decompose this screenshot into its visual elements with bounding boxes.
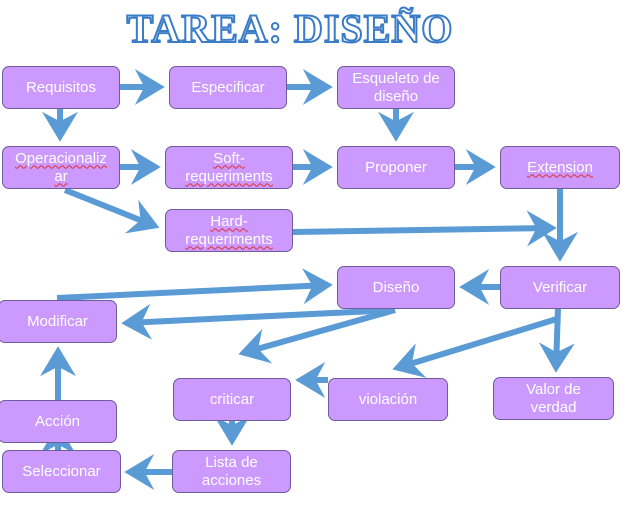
node-seleccionar: Seleccionar (2, 450, 121, 493)
node-label: Soft-requeriments (185, 149, 273, 185)
node-modificar: Modificar (0, 300, 117, 343)
node-label: Especificar (191, 78, 265, 96)
arrow-diseno-criticar (238, 307, 396, 364)
node-violacion: violación (328, 378, 448, 421)
node-proponer: Proponer (337, 146, 455, 189)
node-label: Valor de verdad (526, 380, 581, 416)
node-label: Seleccionar (22, 462, 101, 480)
node-label: violación (358, 390, 418, 408)
node-label: Operacionalizar (15, 149, 107, 185)
arrow-diseno-modificar (121, 303, 396, 340)
node-label: Acción (34, 412, 81, 430)
node-extension: Extension (500, 146, 620, 189)
node-label: Diseño (372, 278, 420, 296)
arrow-operacionalizar-hard (63, 187, 160, 234)
node-soft-requeriments: Soft-requeriments (165, 146, 293, 189)
node-label: Lista de acciones (201, 453, 262, 489)
node-especificar: Especificar (169, 66, 287, 109)
node-valor-de-verdad: Valor de verdad (493, 377, 614, 420)
node-esqueleto-de-diseno: Esqueleto de diseño (337, 66, 455, 109)
node-verificar: Verificar (500, 266, 620, 309)
arrow-hard-verificar (292, 210, 557, 247)
node-diseno: Diseño (337, 266, 455, 309)
node-operacionalizar: Operacionalizar (2, 146, 120, 189)
node-requisitos: Requisitos (2, 66, 120, 109)
node-label: Proponer (365, 158, 427, 176)
node-label: Esqueleto de diseño (352, 69, 440, 105)
arrow-verificar-violacion (392, 315, 561, 378)
node-label: Requisitos (25, 78, 97, 96)
node-hard-requeriments: Hard-requeriments (165, 209, 293, 252)
node-label: Extension (527, 158, 593, 176)
node-label: Hard-requeriments (185, 212, 273, 248)
node-accion: Acción (0, 400, 117, 443)
node-label: Verificar (532, 278, 588, 296)
arrow-verificar-valor (538, 307, 575, 373)
node-label: Modificar (27, 312, 88, 330)
node-lista-de-acciones: Lista de acciones (172, 450, 291, 493)
arrow-modificar-diseno (56, 268, 333, 305)
node-label: criticar (209, 390, 255, 408)
node-criticar: criticar (173, 378, 291, 421)
diagram-title: TAREA: DISEÑO (126, 5, 454, 52)
